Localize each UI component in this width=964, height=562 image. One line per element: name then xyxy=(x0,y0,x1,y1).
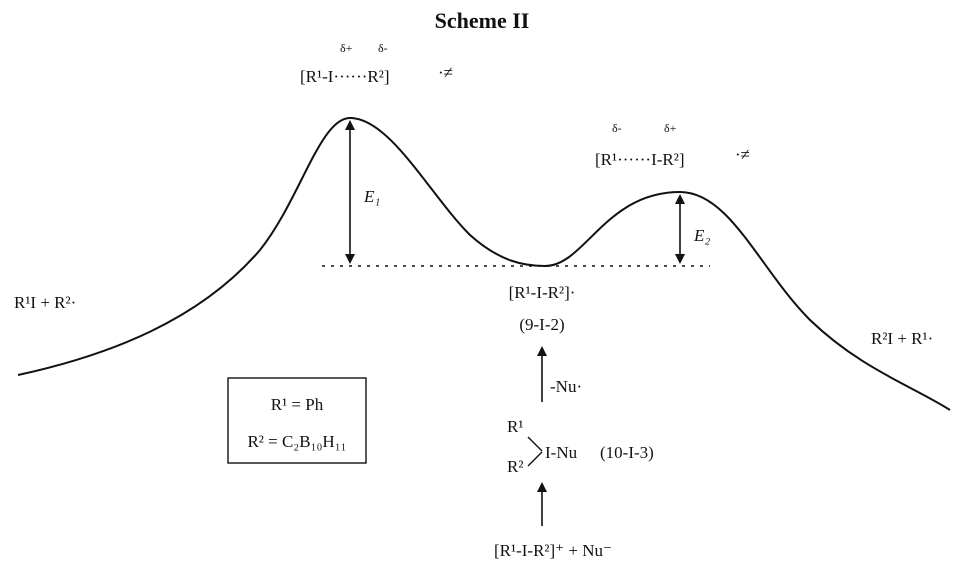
ts2-mark: ·≠ xyxy=(735,145,750,164)
ts1-mark: ·≠ xyxy=(438,63,453,82)
precursor-label: [R¹-I-R²]⁺ + Nu⁻ xyxy=(494,541,612,560)
intermediate-formula: [R¹-I-R²]· xyxy=(509,283,576,302)
ts2-charge-plus: δ+ xyxy=(664,121,677,135)
ts1-label: [R¹-I······R²] xyxy=(300,67,389,86)
right-species-label: R²I + R¹· xyxy=(871,329,933,348)
hypervalent-r2: R² xyxy=(507,457,523,476)
ts1-charge-plus: δ+ xyxy=(340,41,353,55)
ts1-charge-minus: δ- xyxy=(378,41,388,55)
left-species-label: R¹I + R²· xyxy=(14,293,76,312)
bond-r2-i xyxy=(527,451,543,467)
e1-label: E₁ xyxy=(363,187,380,206)
hypervalent-core: I-Nu xyxy=(545,443,578,462)
legend-r1: R¹ = Ph xyxy=(271,395,324,414)
legend-box xyxy=(227,377,367,464)
bond-r1-i xyxy=(527,436,543,452)
e2-label: E₂ xyxy=(693,226,710,245)
hypervalent-notation: (10-I-3) xyxy=(600,443,654,462)
energy-profile-curve xyxy=(17,116,951,411)
legend-r2: R² = C₂B₁₀H₁₁ xyxy=(247,432,346,451)
ts2-charge-minus: δ- xyxy=(612,121,622,135)
hypervalent-r1: R¹ xyxy=(507,417,523,436)
scheme-title: Scheme II xyxy=(435,8,530,33)
intermediate-notation: (9-I-2) xyxy=(519,315,564,334)
step-label-nu: -Nu· xyxy=(550,377,582,396)
ts2-label: [R¹······I-R²] xyxy=(595,150,684,169)
